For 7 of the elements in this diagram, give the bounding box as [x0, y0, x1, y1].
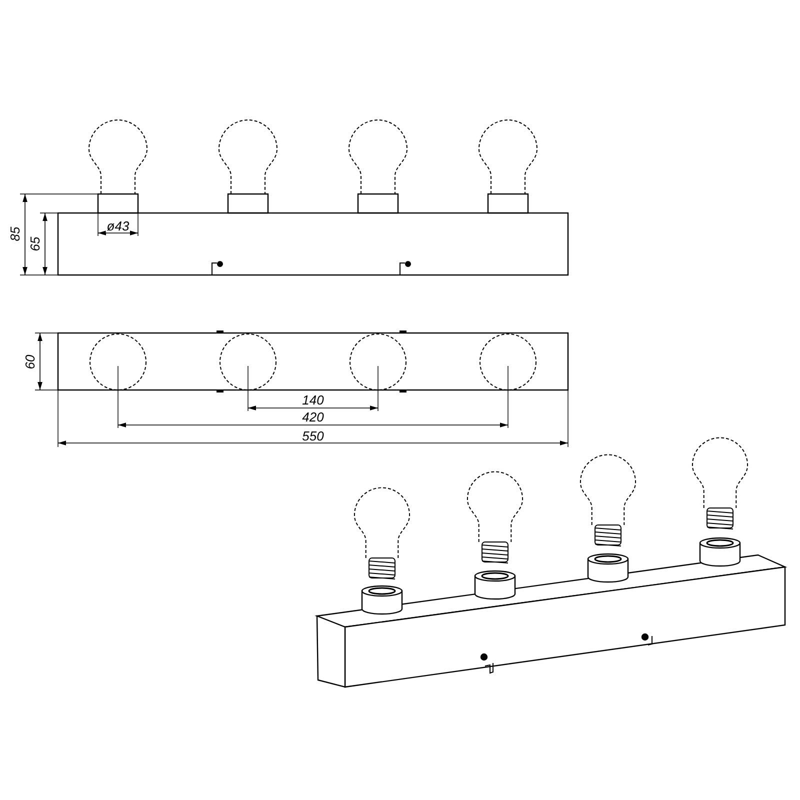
dimension-label: 140	[301, 394, 325, 406]
dimension-label: 65	[28, 236, 42, 252]
dimension-label: 550	[301, 430, 325, 442]
dimension-label: ø43	[106, 220, 130, 232]
dimension-label: 60	[24, 354, 36, 370]
dimension-label: 420	[301, 410, 325, 424]
dimension-label: 85	[8, 226, 22, 242]
